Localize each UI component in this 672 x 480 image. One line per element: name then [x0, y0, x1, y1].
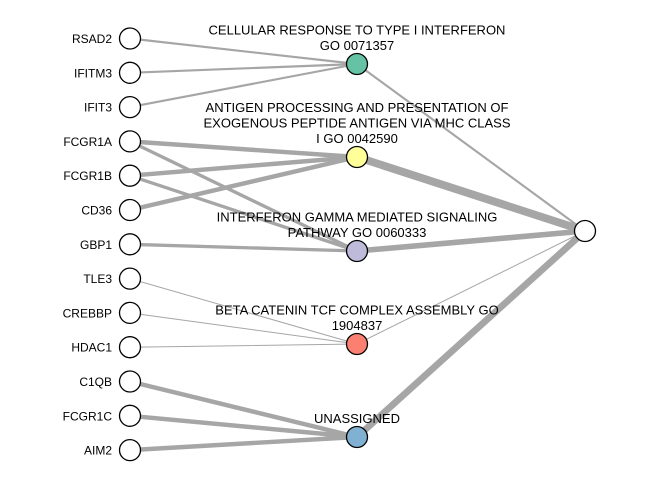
- edge-t3-sink: [354, 228, 588, 254]
- gene-node-crebbp[interactable]: [118, 301, 142, 325]
- term-label-line: 1904837: [332, 318, 383, 333]
- gene-node-rsad2[interactable]: [118, 27, 142, 50]
- gene-node-tle3[interactable]: [118, 267, 142, 290]
- gene-node-hdac1[interactable]: [118, 336, 142, 359]
- edge-g5-t2: [127, 154, 360, 178]
- term-label-line: EXOGENOUS PEPTIDE ANTIGEN VIA MHC CLASS: [203, 116, 510, 131]
- term-label-line: BETA CATENIN TCF COMPLEX ASSEMBLY GO: [215, 303, 498, 318]
- term-node-t1[interactable]: [345, 52, 369, 76]
- gene-label: IFITM3: [74, 66, 112, 80]
- term-label-line: PATHWAY GO 0060333: [288, 225, 427, 240]
- edge-t4-sink: [356, 230, 586, 345]
- edge-g2-t1: [128, 62, 359, 74]
- gene-node-aim2[interactable]: [118, 438, 142, 462]
- gene-label: FCGR1B: [63, 169, 112, 183]
- term-label-line: ANTIGEN PROCESSING AND PRESENTATION OF: [206, 100, 509, 115]
- gene-label: HDAC1: [71, 341, 112, 355]
- term-node-t4[interactable]: [345, 332, 369, 356]
- gene-label: TLE3: [83, 272, 112, 286]
- gene-node-fcgr1a[interactable]: [118, 130, 142, 153]
- edge-g5-t3: [128, 174, 359, 253]
- gene-node-fcgr1c[interactable]: [118, 404, 142, 427]
- edge-t2-sink: [353, 153, 589, 235]
- edge-g4-t2: [127, 139, 360, 160]
- gene-node-ifit3[interactable]: [118, 95, 142, 119]
- edge-g1-t1: [128, 37, 359, 66]
- edge-g11-t5: [127, 379, 360, 440]
- nodes-layer: [118, 27, 597, 462]
- edge-t5-sink: [353, 227, 589, 441]
- gene-node-gbp1[interactable]: [118, 233, 142, 256]
- gene-label: C1QB: [79, 375, 112, 389]
- edge-g6-t2: [127, 154, 360, 213]
- term-label-line: INTERFERON GAMMA MEDIATED SIGNALING: [217, 210, 498, 225]
- edge-g9-t4: [129, 312, 358, 345]
- term-node-t2[interactable]: [345, 145, 369, 169]
- gene-node-cd36[interactable]: [118, 198, 142, 222]
- term-node-t5[interactable]: [345, 425, 369, 449]
- edges-layer: [127, 37, 589, 453]
- gene-label: CD36: [81, 204, 112, 218]
- term-label-line: GO 0071357: [320, 38, 394, 53]
- gene-label: GBP1: [80, 238, 112, 252]
- term-label-line: UNASSIGNED: [314, 411, 400, 426]
- gene-node-fcgr1b[interactable]: [118, 164, 142, 187]
- edge-g10-t4: [129, 343, 358, 348]
- edge-g4-t3: [128, 139, 359, 253]
- gene-node-c1qb[interactable]: [118, 370, 142, 393]
- term-node-t3[interactable]: [345, 239, 369, 263]
- gene-label: CREBBP: [63, 306, 112, 320]
- edge-g3-t1: [128, 62, 359, 109]
- gene-node-ifitm3[interactable]: [118, 61, 142, 84]
- gene-label: RSAD2: [72, 32, 112, 46]
- gene-label: FCGR1A: [63, 135, 112, 149]
- gene-label: AIM2: [84, 444, 112, 458]
- term-label-line: CELLULAR RESPONSE TO TYPE I INTERFERON: [209, 23, 506, 38]
- edge-g12-t5: [127, 413, 360, 440]
- edge-t1-sink: [355, 62, 587, 233]
- edge-g13-t5: [127, 434, 360, 453]
- edge-g8-t4: [129, 278, 358, 345]
- gene-label: FCGR1C: [63, 409, 113, 423]
- edge-g7-t3: [128, 242, 359, 253]
- gene-label: IFIT3: [84, 101, 112, 115]
- sink-node[interactable]: [573, 219, 597, 243]
- term-label-line: I GO 0042590: [316, 131, 398, 146]
